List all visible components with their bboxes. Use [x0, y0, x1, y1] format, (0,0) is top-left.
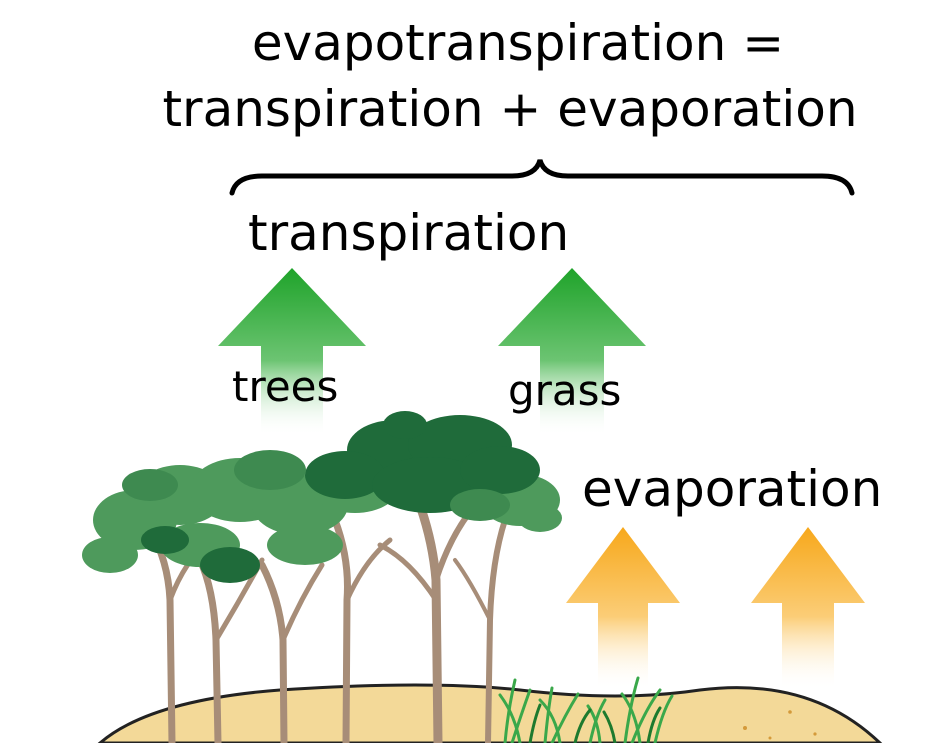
curly-brace-icon — [229, 159, 855, 196]
trees-transpiration-arrow-icon — [218, 268, 366, 436]
equation-line-1: evapotranspiration = — [251, 14, 785, 72]
soil-specks — [743, 710, 817, 740]
evaporation-arrow-icon — [566, 527, 680, 690]
equation-line-2: transpiration + evaporation — [162, 80, 858, 138]
evaporation-arrow-icon — [751, 527, 865, 690]
grass-tufts — [498, 676, 674, 745]
grass-tufts-dark — [528, 703, 662, 745]
tree-canopy-mid — [122, 450, 510, 521]
transpiration-label: transpiration — [248, 204, 570, 262]
grass-label: grass — [508, 366, 622, 415]
grass-transpiration-arrow-icon — [498, 268, 646, 436]
trees-label: trees — [232, 362, 339, 411]
trees-group — [82, 411, 562, 747]
evaporation-label: evaporation — [582, 460, 883, 518]
